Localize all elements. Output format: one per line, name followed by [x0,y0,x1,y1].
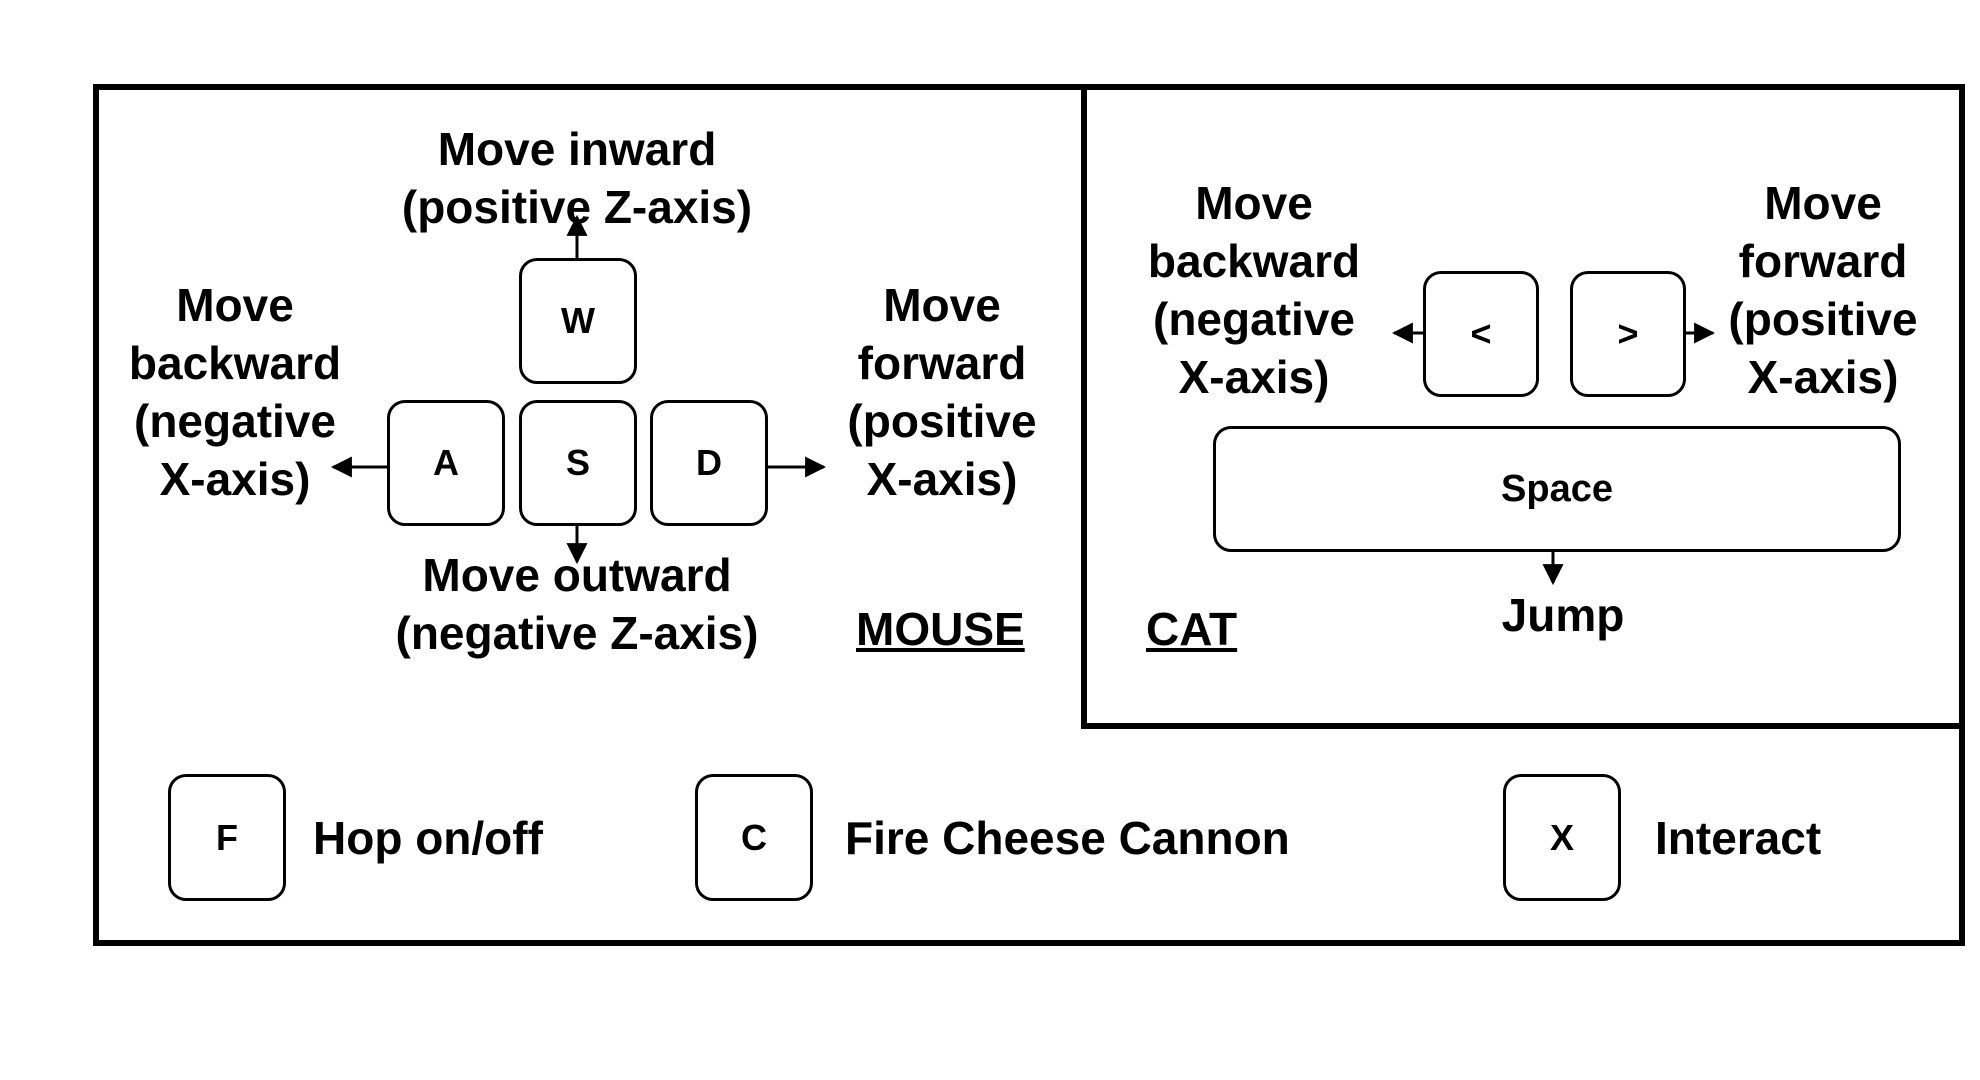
cat-panel-frame [1081,84,1965,729]
label-mouse-backward: Move backward (negative X-axis) [128,279,342,505]
label-interact: Interact [1655,812,1822,864]
label-move-outward: Move outward (negative Z-axis) [395,549,759,659]
label-cat-forward: Move forward (positive X-axis) [1728,177,1918,403]
key-s[interactable]: S [519,400,637,526]
key-c[interactable]: C [695,774,813,901]
key-x[interactable]: X [1503,774,1621,901]
key-right-angle[interactable]: > [1570,271,1686,397]
label-move-inward: Move inward (positive Z-axis) [401,123,753,233]
key-d[interactable]: D [650,400,768,526]
key-f[interactable]: F [168,774,286,901]
label-mouse-forward: Move forward (positive X-axis) [847,279,1037,505]
key-a[interactable]: A [387,400,505,526]
key-left-angle[interactable]: < [1423,271,1539,397]
label-hop-on-off: Hop on/off [313,812,543,864]
mouse-title: MOUSE [856,603,1025,655]
key-w[interactable]: W [519,258,637,384]
cat-title: CAT [1146,603,1238,655]
key-space[interactable]: Space [1213,426,1901,552]
label-jump: Jump [1501,589,1625,641]
label-fire-cheese-cannon: Fire Cheese Cannon [845,812,1290,864]
label-cat-backward: Move backward (negative X-axis) [1147,177,1361,403]
